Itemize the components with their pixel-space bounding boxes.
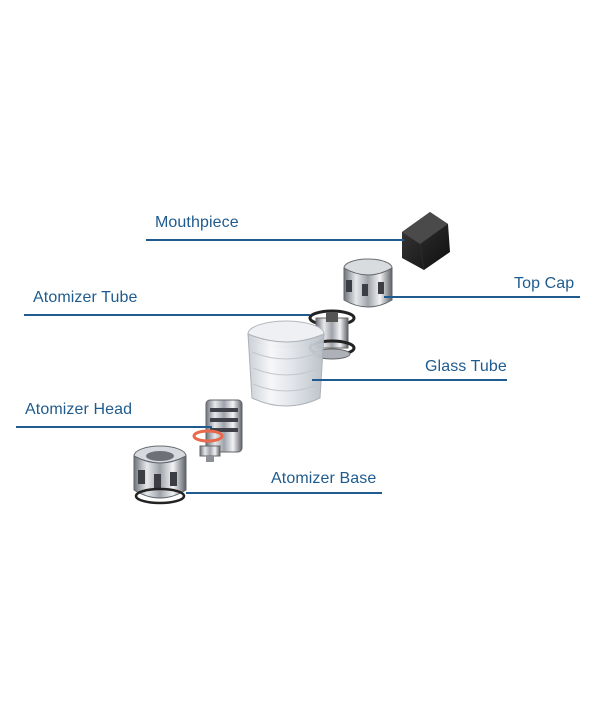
atomizer-head-part xyxy=(192,399,243,462)
mouthpiece-part xyxy=(402,212,450,271)
top-cap-leader-line xyxy=(384,296,580,298)
mouthpiece-label: Mouthpiece xyxy=(155,214,239,231)
glass-tube-label: Glass Tube xyxy=(425,358,507,375)
top-cap-part xyxy=(343,258,393,308)
atomizer-head-leader-line xyxy=(16,426,212,428)
atomizer-base-label: Atomizer Base xyxy=(271,470,377,487)
top-cap-label: Top Cap xyxy=(514,275,575,292)
atomizer-tube-label: Atomizer Tube xyxy=(33,289,138,306)
atomizer-base-part xyxy=(133,445,187,505)
atomizer-base-leader-line xyxy=(186,492,382,494)
glass-tube-leader-line xyxy=(312,379,507,381)
mouthpiece-leader-line xyxy=(146,239,404,241)
glass-tube-part xyxy=(247,320,325,407)
atomizer-head-label: Atomizer Head xyxy=(25,401,133,418)
atomizer-tube-leader-line xyxy=(24,314,310,316)
